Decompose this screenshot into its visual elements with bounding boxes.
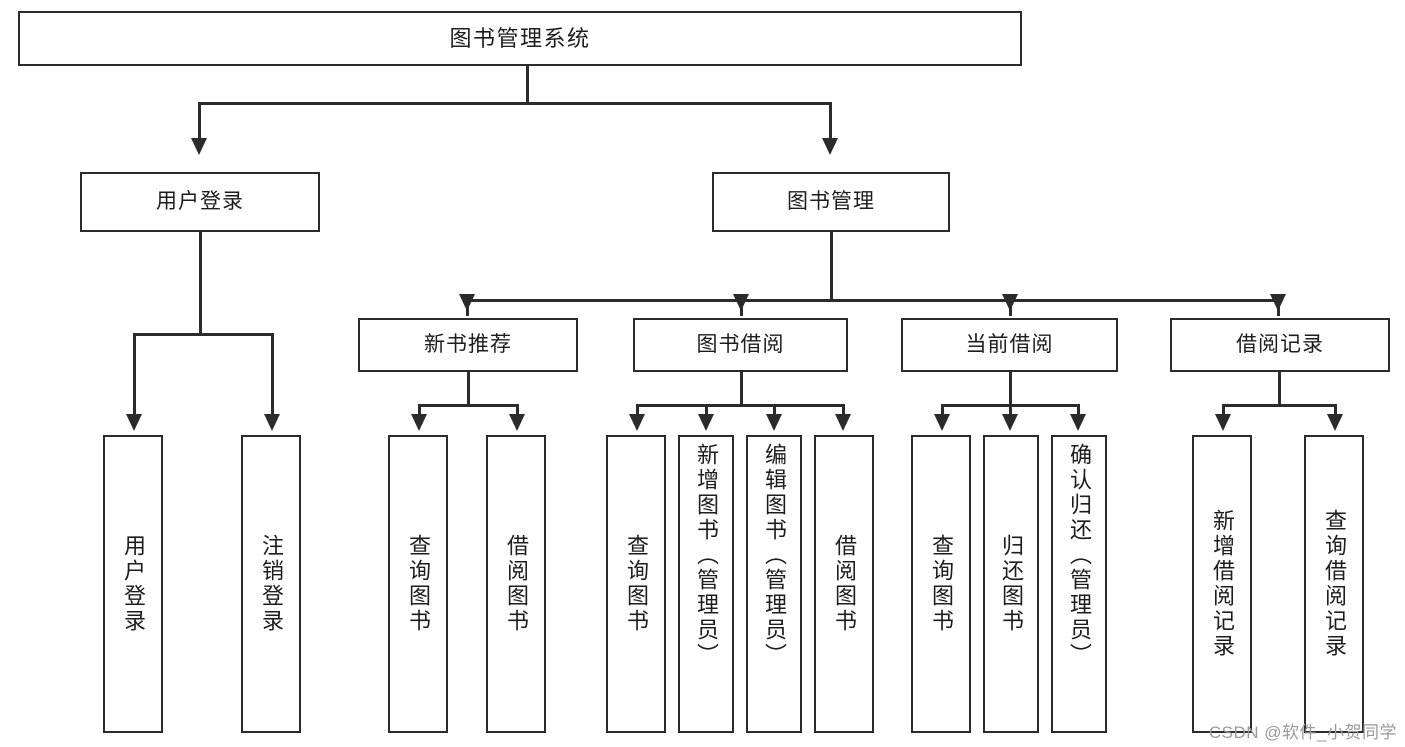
connector-nbr-bar xyxy=(418,404,518,407)
arrowhead-icon xyxy=(698,414,714,431)
connector-nbr-child-2 xyxy=(516,404,519,418)
connector-root-stem xyxy=(526,66,529,104)
node-label: 新增图书（管理员） xyxy=(694,443,719,668)
arrowhead-icon xyxy=(459,294,475,311)
leaf-cb-confirm-return-admin[interactable]: 确认归还（管理员） xyxy=(1051,435,1107,733)
leaf-br-query-record[interactable]: 查询借阅记录 xyxy=(1304,435,1364,733)
arrowhead-icon xyxy=(733,294,749,311)
node-book-borrow[interactable]: 图书借阅 xyxy=(633,318,848,372)
connector-cb-child-3 xyxy=(1077,404,1080,418)
node-label: 用户登录 xyxy=(156,189,244,213)
node-label: 查询图书 xyxy=(929,534,954,634)
connector-bb-stem xyxy=(740,372,743,406)
node-current-borrow[interactable]: 当前借阅 xyxy=(901,318,1118,372)
node-label: 图书管理 xyxy=(787,189,875,213)
node-user-login[interactable]: 用户登录 xyxy=(80,172,320,232)
csdn-watermark: CSDN @软件_小贺同学 xyxy=(1208,723,1397,742)
node-label: 借阅记录 xyxy=(1236,332,1324,356)
node-label: 确认归还（管理员） xyxy=(1067,443,1092,668)
leaf-nbr-query-book[interactable]: 查询图书 xyxy=(388,435,448,733)
arrowhead-icon xyxy=(1002,414,1018,431)
node-label: 当前借阅 xyxy=(965,332,1054,356)
connector-book-management-stem xyxy=(830,232,833,302)
node-label: 新增借阅记录 xyxy=(1210,509,1235,659)
arrowhead-icon xyxy=(1215,414,1231,431)
leaf-bb-borrow-book[interactable]: 借阅图书 xyxy=(814,435,874,733)
node-label: 用户登录 xyxy=(121,534,146,634)
connector-root-to-user-login xyxy=(198,102,201,142)
connector-user-login-bar xyxy=(133,333,273,336)
connector-user-login-child-2 xyxy=(271,333,274,418)
arrowhead-icon xyxy=(835,414,851,431)
arrowhead-icon xyxy=(264,414,280,431)
leaf-br-add-record[interactable]: 新增借阅记录 xyxy=(1192,435,1252,733)
leaf-cb-query-book[interactable]: 查询图书 xyxy=(911,435,971,733)
connector-root-to-book-management xyxy=(829,102,832,142)
leaf-bb-add-book-admin[interactable]: 新增图书（管理员） xyxy=(678,435,734,733)
connector-br-child-2 xyxy=(1334,404,1337,418)
leaf-bb-query-book[interactable]: 查询图书 xyxy=(606,435,666,733)
node-label: 借阅图书 xyxy=(504,534,529,634)
node-book-management[interactable]: 图书管理 xyxy=(712,172,950,232)
leaf-user-login-logout[interactable]: 注销登录 xyxy=(241,435,301,733)
connector-book-management-bar xyxy=(466,299,1278,302)
connector-bb-child-2 xyxy=(705,404,708,418)
connector-br-child-1 xyxy=(1222,404,1225,418)
node-root-book-management-system[interactable]: 图书管理系统 xyxy=(18,11,1022,66)
arrowhead-icon xyxy=(1327,414,1343,431)
connector-cb-child-1 xyxy=(941,404,944,418)
connector-cb-child-2 xyxy=(1009,404,1012,418)
connector-user-login-child-1 xyxy=(133,333,136,418)
arrowhead-icon xyxy=(191,138,207,155)
connector-user-login-stem xyxy=(199,232,202,335)
connector-cb-stem xyxy=(1009,372,1012,406)
node-borrow-record[interactable]: 借阅记录 xyxy=(1170,318,1390,372)
connector-bb-bar xyxy=(636,404,844,407)
node-label: 注销登录 xyxy=(259,534,284,634)
leaf-bb-edit-book-admin[interactable]: 编辑图书（管理员） xyxy=(746,435,802,733)
arrowhead-icon xyxy=(934,414,950,431)
connector-bb-child-1 xyxy=(636,404,639,418)
leaf-cb-return-book[interactable]: 归还图书 xyxy=(983,435,1039,733)
arrowhead-icon xyxy=(126,414,142,431)
node-label: 编辑图书（管理员） xyxy=(762,443,787,668)
connector-br-stem xyxy=(1278,372,1281,406)
node-label: 归还图书 xyxy=(999,534,1024,634)
node-label: 查询图书 xyxy=(406,534,431,634)
leaf-user-login-login[interactable]: 用户登录 xyxy=(103,435,163,733)
arrowhead-icon xyxy=(1270,294,1286,311)
node-new-book-recommend[interactable]: 新书推荐 xyxy=(358,318,578,372)
connector-bb-child-3 xyxy=(773,404,776,418)
arrowhead-icon xyxy=(629,414,645,431)
arrowhead-icon xyxy=(509,414,525,431)
connector-br-bar xyxy=(1222,404,1334,407)
connector-nbr-child-1 xyxy=(418,404,421,418)
connector-root-bar xyxy=(198,102,830,105)
connector-nbr-stem xyxy=(467,372,470,406)
arrowhead-icon xyxy=(766,414,782,431)
node-label: 图书管理系统 xyxy=(449,25,591,51)
arrowhead-icon xyxy=(1002,294,1018,311)
arrowhead-icon xyxy=(411,414,427,431)
node-label: 图书借阅 xyxy=(696,332,785,356)
node-label: 新书推荐 xyxy=(424,332,512,356)
leaf-nbr-borrow-book[interactable]: 借阅图书 xyxy=(486,435,546,733)
node-label: 借阅图书 xyxy=(832,534,857,634)
arrowhead-icon xyxy=(1070,414,1086,431)
node-label: 查询图书 xyxy=(624,534,649,634)
connector-bb-child-4 xyxy=(842,404,845,418)
node-label: 查询借阅记录 xyxy=(1322,509,1347,659)
arrowhead-icon xyxy=(822,138,838,155)
